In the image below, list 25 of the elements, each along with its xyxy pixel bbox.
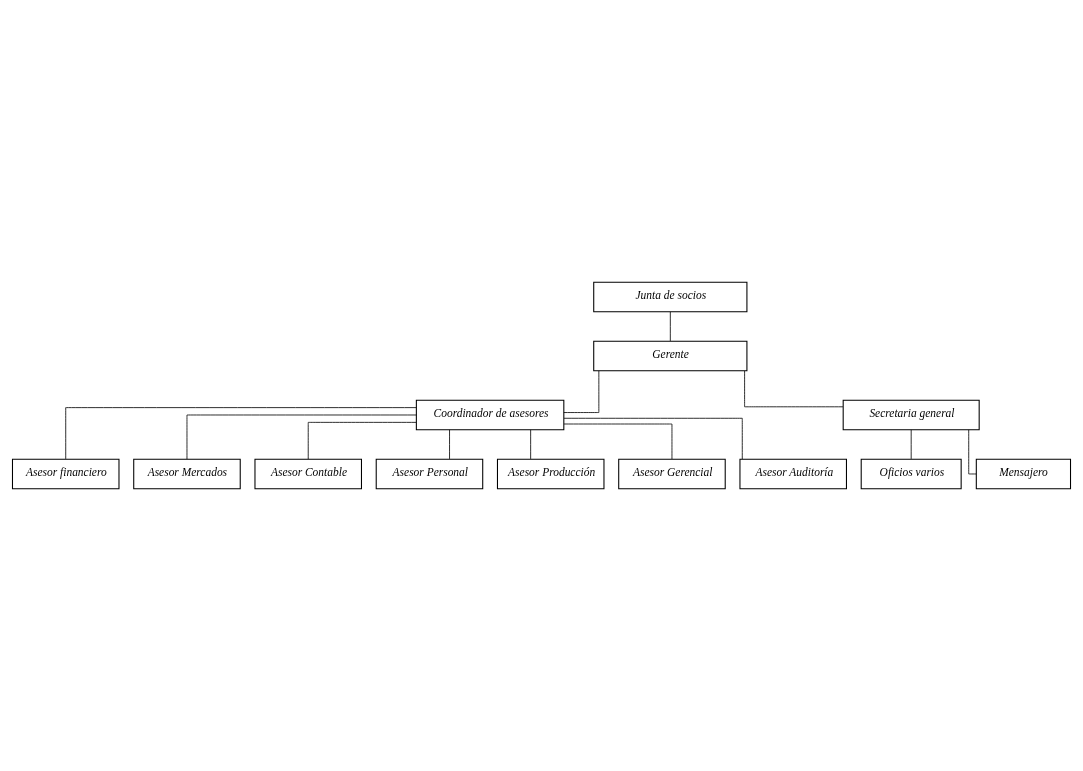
node-box: Secretaria general bbox=[842, 399, 980, 431]
node-box: Oficios varios bbox=[860, 458, 962, 490]
node-box: Asesor financiero bbox=[11, 458, 120, 490]
node-box: Coordinador de asesores bbox=[415, 399, 565, 431]
connector bbox=[449, 429, 450, 460]
connector bbox=[910, 429, 912, 460]
connector bbox=[669, 311, 671, 342]
node-box: Asesor Contable bbox=[254, 458, 362, 490]
connector bbox=[563, 370, 600, 413]
connector bbox=[744, 370, 844, 408]
node-box: Junta de socios bbox=[593, 281, 748, 313]
connector bbox=[563, 423, 673, 460]
connector bbox=[563, 417, 743, 460]
node-box: Asesor Gerencial bbox=[618, 458, 726, 490]
node-box: Asesor Auditoría bbox=[739, 458, 847, 490]
node-box: Asesor Producción bbox=[496, 458, 605, 490]
connector bbox=[307, 421, 417, 460]
connector bbox=[530, 429, 532, 460]
node-box: Mensajero bbox=[975, 458, 1072, 490]
connector bbox=[65, 407, 417, 460]
node-box: Asesor Personal bbox=[375, 458, 484, 490]
node-box: Asesor Mercados bbox=[133, 458, 241, 490]
connector bbox=[968, 429, 977, 475]
connector bbox=[186, 414, 417, 460]
node-box: Gerente bbox=[593, 340, 748, 372]
